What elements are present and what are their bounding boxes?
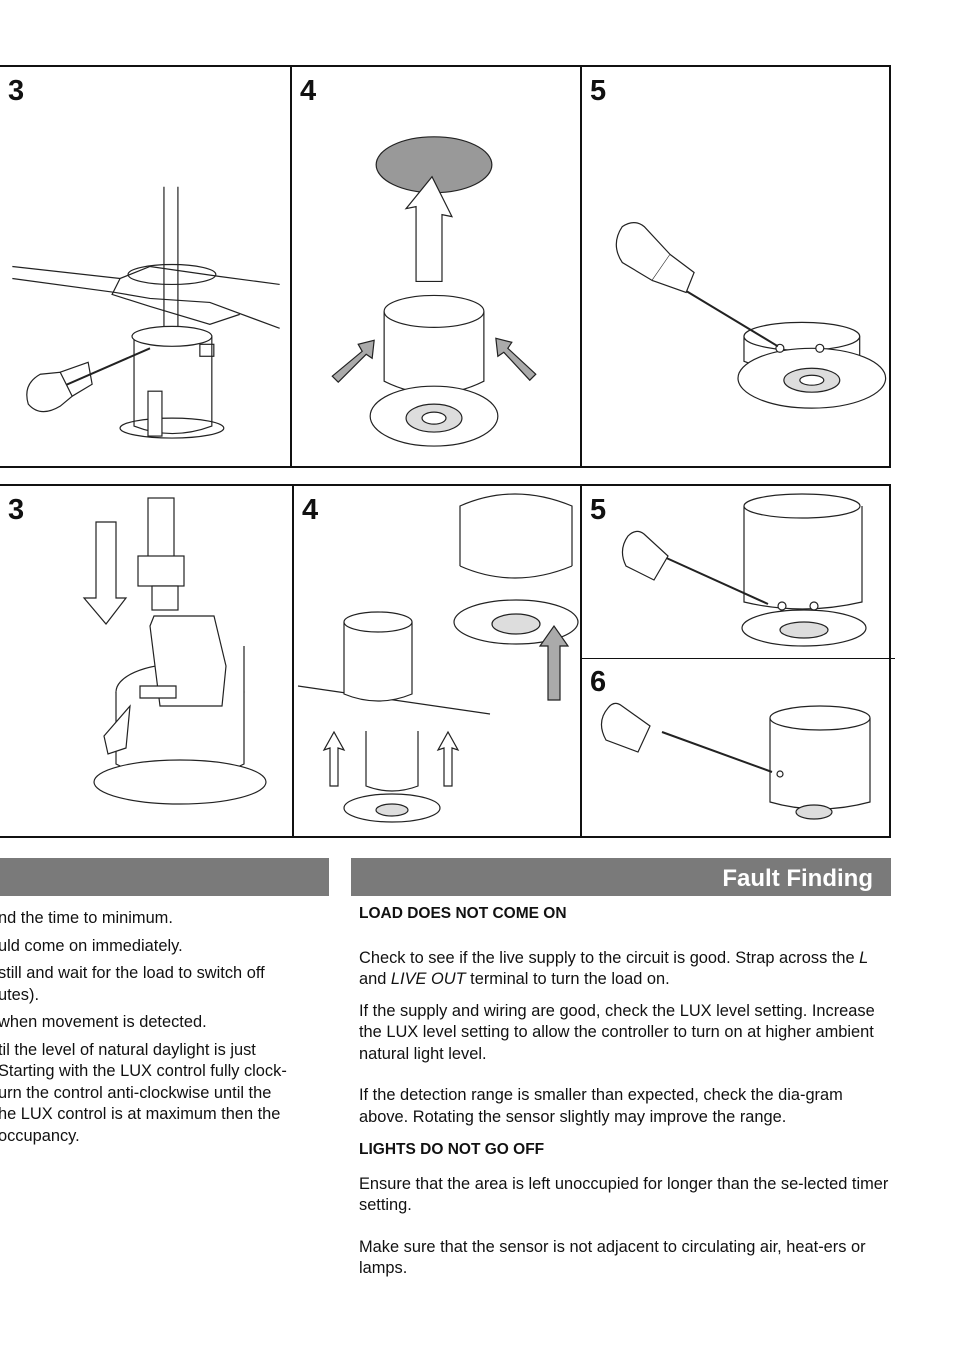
fault-paragraph-lux: If the supply and wiring are good, check… [359,1001,875,1063]
testing-instructions-text: nd the time to minimum. uld come on imme… [0,908,328,1153]
insert-unit-illustration [331,136,537,447]
diagram-step-5-screws: 5 [580,67,891,466]
fault-paragraph-sensor: Make sure that the sensor is not adjacen… [359,1237,866,1278]
step-number: 4 [300,75,317,107]
tighten-screws-illustration [615,222,887,409]
connect-terminal-illustration [82,497,267,805]
instruction-line: when movement is detected. [0,1013,207,1031]
diagram-step-3-connect: 3 [0,486,292,836]
fault-heading-load-not-on: LOAD DOES NOT COME ON [359,905,567,922]
ceiling-wiring-illustration [12,186,280,439]
step-number: 6 [590,666,607,698]
fault-heading-lights-not-off: LIGHTS DO NOT GO OFF [359,1141,545,1158]
instruction-line: uld come on immediately. [0,936,183,955]
fault-finding-text: LOAD DOES NOT COME ON Check to see if th… [359,903,891,1280]
section-header-fault-finding: Fault Finding [351,858,891,896]
instruction-line: til the level of natural daylight is jus… [0,1040,287,1145]
fault-paragraph-range: If the detection range is smaller than e… [359,1086,843,1126]
section-header-bar-left [0,858,329,896]
instruction-line: still and wait for the load to switch of… [0,964,265,1004]
diagram-step-3-ceiling-hole: 3 [0,67,290,466]
fit-cover-illustration [297,493,579,823]
section-title: Fault Finding [722,865,873,892]
diagram-step-4-cover: 4 [292,486,582,836]
step-number: 3 [8,75,25,107]
instruction-line: nd the time to minimum. [0,909,173,927]
final-screws-illustration [600,493,871,820]
step-number: 5 [590,494,607,526]
fault-paragraph-timer: Ensure that the area is left unoccupied … [359,1174,889,1215]
step-number: 4 [302,494,319,526]
step-number: 5 [590,75,607,107]
diagram-row-1: 3 4 [0,65,891,468]
diagram-row-2: 3 4 [0,484,895,838]
diagram-step-5-6: 5 6 [580,486,895,836]
panel-split-line [582,658,895,659]
diagram-step-4-insert: 4 [290,67,582,466]
fault-paragraph-supply: Check to see if the live supply to the c… [359,948,869,989]
step-number: 3 [8,494,25,526]
